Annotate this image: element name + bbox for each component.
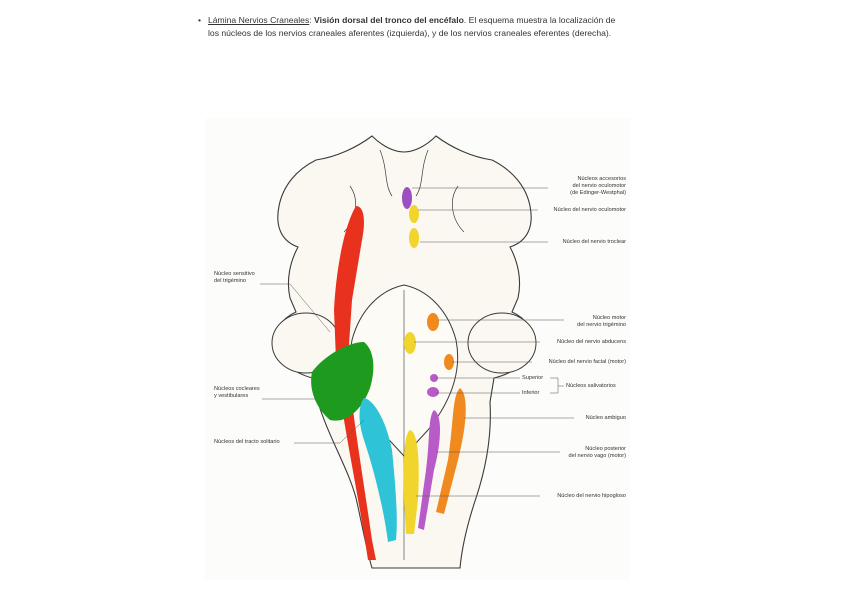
caption-title: Lámina Nervios Craneales (208, 15, 310, 25)
caption-colon: : (309, 15, 315, 25)
figure-caption: • Lámina Nervios Craneales: Visión dorsa… (198, 14, 628, 40)
oculomotor-nucleus (409, 205, 419, 223)
label-trochlear: Núcleo del nervio troclear (562, 239, 626, 245)
label-ambiguus: Núcleo ambiguo (585, 415, 626, 421)
superior-salivatory-nucleus (430, 374, 438, 382)
trigeminal-sensory-nucleus (334, 206, 376, 560)
solitary-tract-nuclei (359, 398, 397, 542)
label-hypoglossal: Núcleo del nervio hipogloso (557, 493, 626, 499)
label-oculomotor: Núcleo del nervio oculomotor (553, 207, 626, 213)
caption-subtitle: Visión dorsal del tronco del encéfalo (314, 15, 464, 25)
label-trigeminal-motor: Núcleo motor del nervio trigémino (577, 315, 626, 328)
facial-motor-nucleus (444, 354, 454, 370)
label-facial-motor: Núcleo del nervio facial (motor) (548, 359, 626, 365)
caption-text: . El esquema muestra la localización de … (208, 15, 616, 38)
caption-bullet: • (198, 15, 202, 25)
nucleus-ambiguus (436, 388, 466, 514)
label-cochlear-vestibular: Núcleos cocleares y vestibulares (214, 386, 260, 399)
abducens-nucleus (404, 332, 416, 354)
label-inferior: Inferior (522, 390, 540, 396)
trochlear-nucleus (409, 228, 419, 248)
leader-lines (260, 187, 574, 497)
label-solitary-tract: Núcleos del tracto solitario (214, 439, 280, 445)
label-superior: Superior (522, 375, 544, 381)
surface-contours (343, 149, 465, 233)
label-edinger-westphal: Núcleos accesorios del nervio oculomotor… (570, 176, 626, 196)
inferior-salivatory-nucleus (427, 387, 439, 397)
edinger-westphal-nucleus (402, 187, 412, 209)
trigeminal-motor-nucleus (427, 313, 439, 331)
label-vagus-dorsal: Núcleo posterior del nervio vago (motor) (568, 446, 626, 459)
vestibulocochlear-nuclei (311, 342, 374, 421)
vagus-dorsal-nucleus (418, 410, 440, 530)
hypoglossal-nucleus (403, 430, 419, 534)
label-abducens: Núcleo del nervio abducens (556, 339, 626, 345)
right-peduncle (467, 312, 537, 374)
label-trigeminal-sensory: Núcleo sensitivo del trigémino (214, 271, 255, 284)
label-salivatory: Núcleos salivatorios (566, 383, 616, 389)
